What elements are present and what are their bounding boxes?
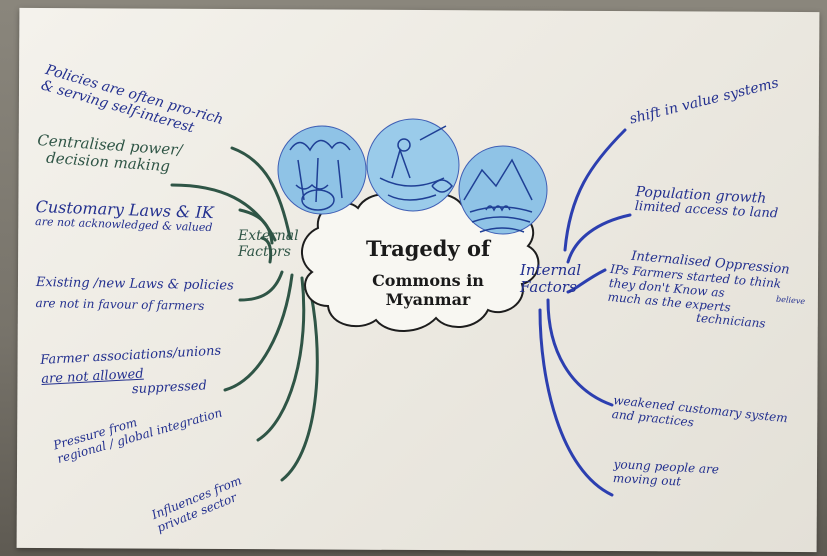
forest-drawing-icon [277, 125, 367, 215]
center-title-line2: Commons in Myanmar [372, 271, 484, 309]
external-heading-line1: External [238, 228, 299, 244]
left-branch-lines [170, 146, 319, 482]
external-factors-heading: External Factors [238, 228, 299, 260]
fisherman-drawing-icon [366, 118, 460, 212]
left-item-3: Customary Laws & IK are not acknowledged… [35, 197, 214, 235]
internal-factors-heading: Internal Factors [520, 261, 582, 297]
left-item-4: Existing /new Laws & policies are not in… [35, 275, 234, 314]
internal-heading-line1: Internal [520, 261, 582, 279]
left-item-4-line1: Existing /new Laws & policies [35, 275, 234, 294]
center-title: Tragedy of Commons in Myanmar [330, 236, 526, 309]
right-item-5: young people are moving out [613, 457, 720, 491]
right-branch-lines [538, 128, 632, 497]
left-item-5: Farmer associations/unions are not allow… [40, 344, 223, 403]
external-heading-line2: Factors [238, 244, 291, 261]
center-title-line1: Tragedy of [365, 236, 491, 261]
internal-heading-line2: Factors [520, 278, 577, 297]
picture-circles [277, 118, 548, 235]
terraced-hills-drawing-icon [458, 145, 548, 235]
